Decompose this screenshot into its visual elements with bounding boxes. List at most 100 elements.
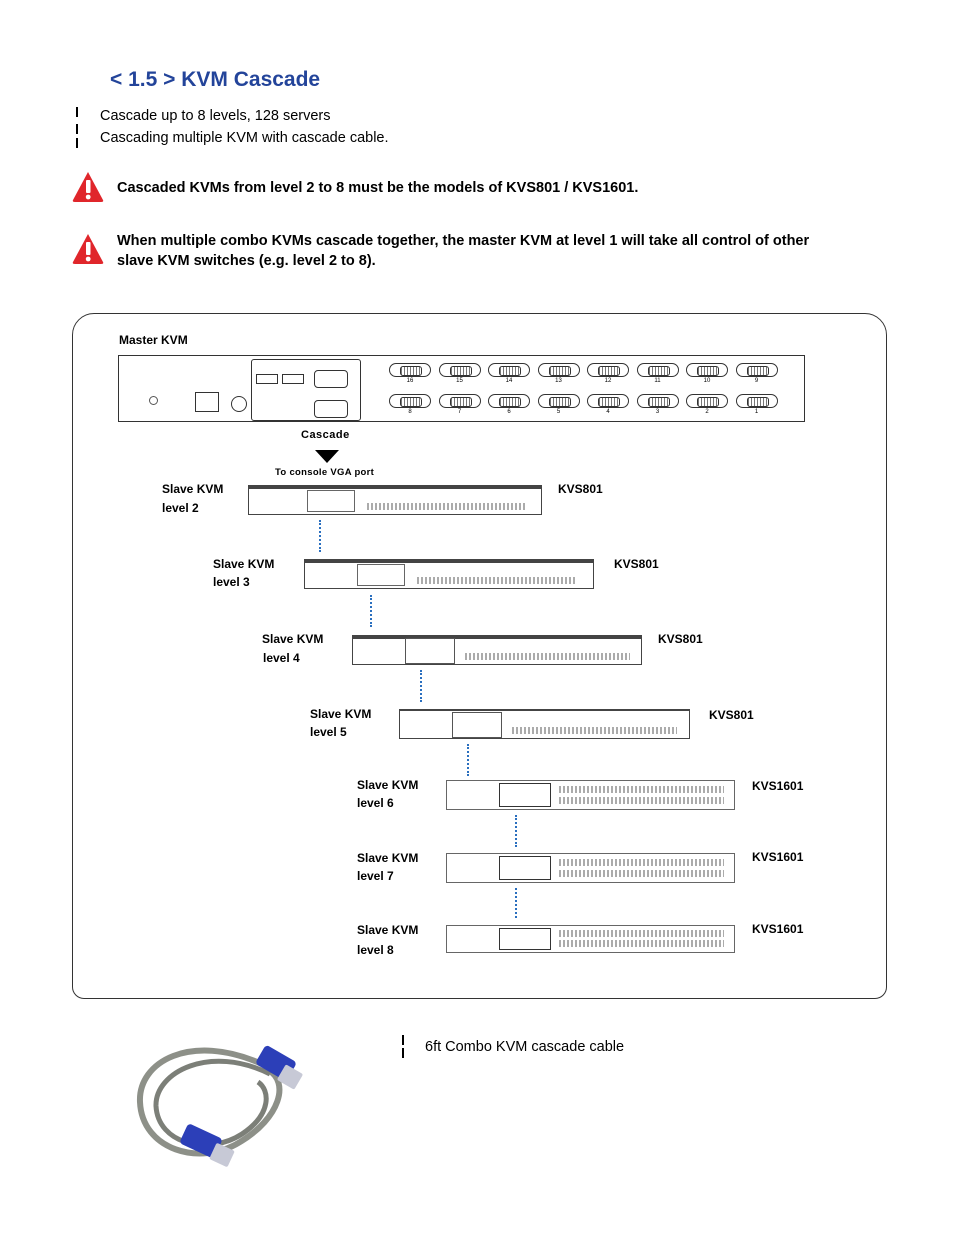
vga-pins [400, 366, 422, 376]
slave-kvm-unit [446, 780, 735, 810]
bullet-marker [402, 1035, 404, 1045]
vga-port-icon [686, 394, 728, 408]
slave-label-line2: level 5 [310, 725, 347, 739]
slave-label-line1: Slave KVM [357, 851, 419, 865]
pc-port: 9 [734, 362, 780, 386]
model-label: KVS1601 [752, 850, 804, 864]
pc-port: 16 [387, 362, 433, 386]
cascade-diagram-frame [72, 313, 887, 999]
power-led-icon [149, 396, 158, 405]
slave-label: Slave KVM level 6 [357, 776, 418, 812]
pc-ports-strip [417, 577, 577, 584]
slave-label-line1: Slave KVM [213, 557, 275, 571]
slave-label-line2: level 7 [357, 869, 394, 883]
port-icon [256, 374, 278, 384]
vga-port-icon [636, 394, 679, 408]
console-panel [405, 638, 455, 664]
slave-label-line1: Slave KVM [262, 632, 324, 646]
pc-port: 13 [536, 362, 582, 386]
bullet-text: Cascading multiple KVM with cascade cabl… [100, 130, 389, 146]
chassis-edge [249, 486, 541, 489]
usb-port-icon [195, 392, 219, 412]
port-number: 3 [655, 409, 660, 415]
bullet-marker [402, 1048, 404, 1058]
pc-ports-strip [559, 797, 724, 804]
console-panel [357, 564, 405, 586]
model-label: KVS1601 [752, 779, 804, 793]
pc-port: 4 [585, 393, 631, 417]
warning-text: Cascaded KVMs from level 2 to 8 must be … [117, 180, 639, 196]
vga-pins [697, 366, 719, 376]
slave-kvm-unit [399, 709, 690, 739]
vga-pins [598, 397, 620, 407]
cascade-cable-photo [136, 1045, 303, 1167]
pc-port: 6 [486, 393, 532, 417]
master-kvm-label: Master KVM [119, 333, 188, 347]
model-label: KVS801 [709, 708, 754, 722]
pc-port: 12 [585, 362, 631, 386]
cascade-link-line [420, 670, 422, 702]
vga-port-icon [438, 363, 481, 377]
port-number: 10 [703, 378, 711, 384]
port-number: 16 [406, 378, 414, 384]
slave-label-line1: Slave KVM [162, 482, 224, 496]
chassis-edge [305, 560, 593, 563]
warning-icon [72, 172, 104, 202]
vga-pins [647, 397, 670, 407]
pc-ports-strip [465, 653, 630, 660]
pc-ports-strip [559, 859, 724, 866]
vga-pins [449, 397, 472, 407]
port-number: 7 [457, 409, 462, 415]
slave-label: Slave KVM level 5 [310, 705, 371, 741]
model-label: KVS801 [558, 482, 603, 496]
vga-port-icon [587, 394, 629, 408]
port-icon [282, 374, 304, 384]
pc-ports-strip [512, 727, 677, 734]
slave-label: Slave KVM level 7 [357, 849, 418, 885]
warning-text: When multiple combo KVMs cascade togethe… [117, 233, 810, 269]
port-number: 15 [456, 378, 463, 384]
vga-pins [548, 397, 571, 407]
console-panel [499, 856, 551, 880]
slave-label: Slave KVM level 4 [262, 630, 323, 667]
pc-port: 7 [437, 393, 483, 417]
slave-label-line2: level 4 [263, 651, 300, 665]
console-panel [499, 783, 551, 807]
vga-pins [598, 366, 620, 376]
slave-label: Slave KVM level 8 [357, 921, 418, 959]
pc-port: 8 [387, 393, 433, 417]
pc-ports-strip [559, 870, 724, 877]
vga-port-icon [537, 363, 580, 377]
warning-icon [72, 234, 104, 264]
section-title: < 1.5 > KVM Cascade [110, 68, 321, 91]
pc-ports-strip [367, 503, 527, 510]
vga-pins [746, 366, 769, 376]
pc-port: 5 [536, 393, 582, 417]
cascade-link-line [319, 520, 321, 552]
pc-ports-strip [559, 786, 724, 793]
model-label: KVS1601 [752, 922, 804, 936]
slave-label-line2: level 2 [162, 501, 199, 515]
vga-port-icon [389, 394, 431, 408]
vga-port-icon [636, 363, 679, 377]
vga-port-icon [389, 363, 431, 377]
pc-port: 14 [486, 362, 532, 386]
slave-label: Slave KVM level 3 [213, 555, 274, 591]
cascade-link-line [515, 815, 517, 847]
port-number: 13 [555, 378, 562, 384]
vga-port-icon [686, 363, 728, 377]
chassis-edge [353, 636, 641, 639]
vga-port-icon [537, 394, 580, 408]
port-number: 6 [507, 409, 511, 415]
slave-kvm-unit [446, 925, 735, 953]
pc-port: 2 [684, 393, 730, 417]
console-panel [499, 928, 551, 950]
slave-kvm-unit [352, 635, 642, 665]
vga-pins [697, 397, 719, 407]
vga-port-icon [587, 363, 629, 377]
slave-label-line1: Slave KVM [310, 707, 372, 721]
console-panel [452, 712, 502, 738]
console-vga-label: To console VGA port [275, 467, 375, 478]
port-number: 8 [408, 409, 412, 415]
